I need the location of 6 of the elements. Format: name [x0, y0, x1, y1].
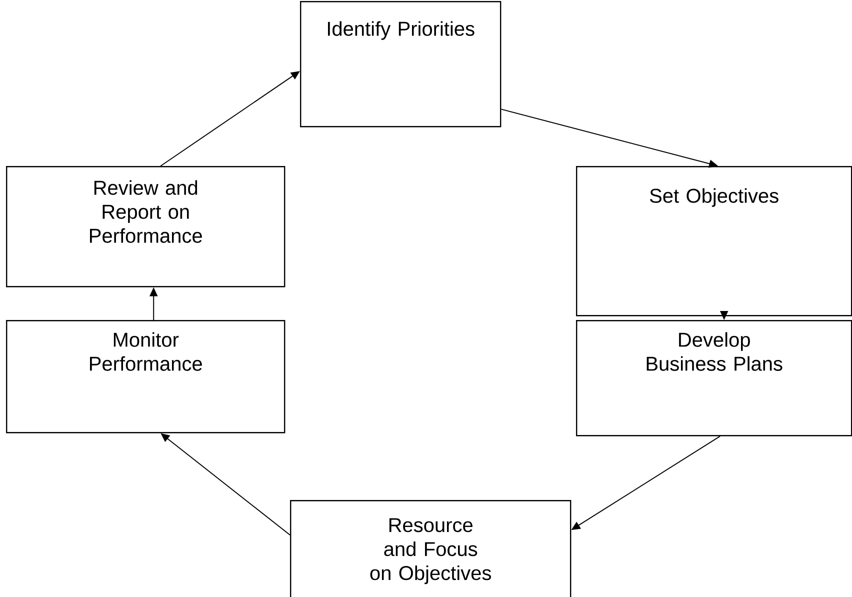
process-box: Monitor Performance: [6, 320, 286, 434]
process-box: Review and Report on Performance: [6, 166, 286, 288]
process-box: Identify Priorities: [300, 1, 502, 128]
process-box: Develop Business Plans: [576, 320, 852, 436]
process-box: Set Objectives: [576, 166, 852, 316]
process-box: Resource and Focus on Objectives: [290, 500, 572, 597]
